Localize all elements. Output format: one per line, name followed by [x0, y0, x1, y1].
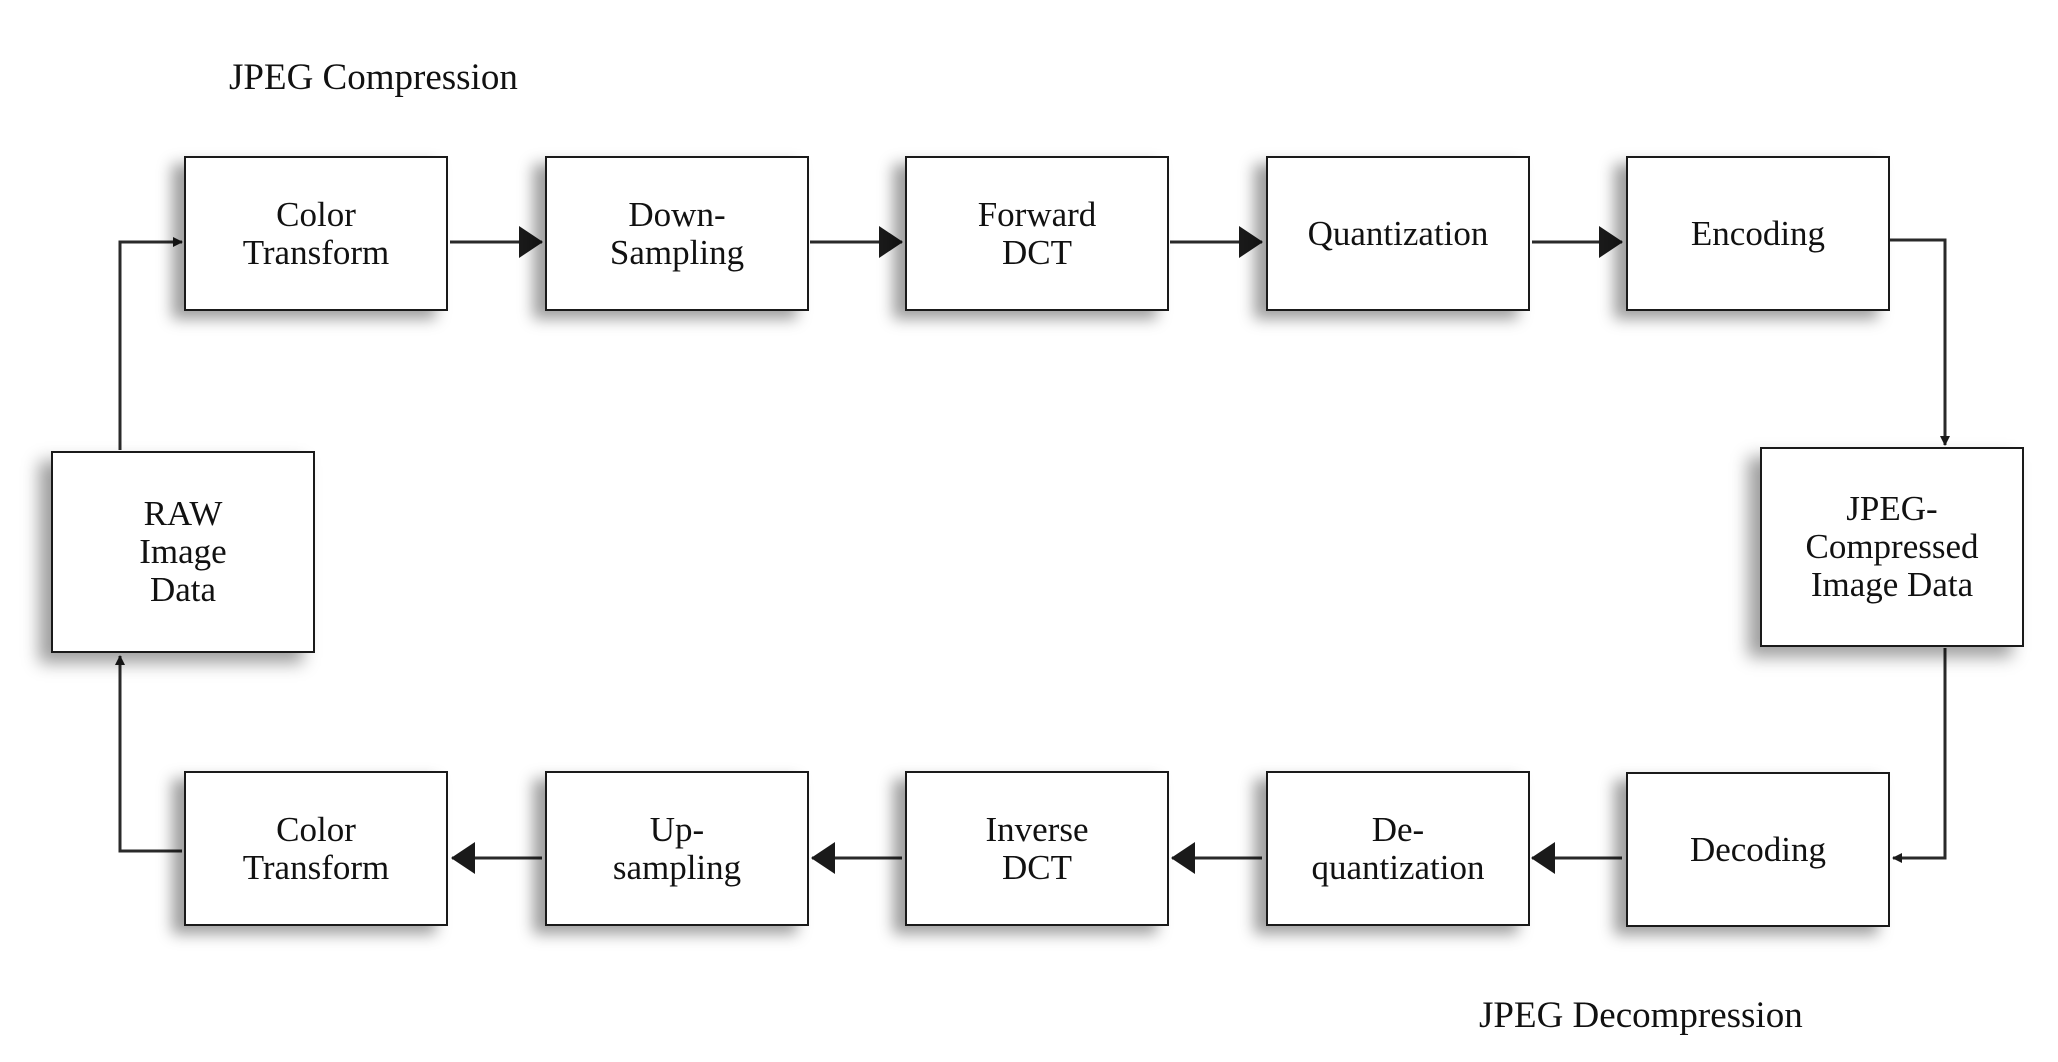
step-label: Up- sampling: [612, 809, 742, 887]
endpoint-label: RAW Image Data: [139, 494, 227, 609]
arrow-raw-data-to-color-transform: [118, 237, 183, 450]
step-up-sampling: Up- sampling: [545, 771, 809, 926]
arrow-color-transform-to-raw-data: [115, 655, 182, 853]
step-label: Encoding: [1690, 213, 1826, 253]
step-down-sampling: Down- Sampling: [545, 156, 809, 311]
step-forward-dct: Forward DCT: [905, 156, 1169, 311]
step-dequantization: De- quantization: [1266, 771, 1530, 926]
step-label: Down- Sampling: [609, 194, 745, 272]
endpoint-label: JPEG- Compressed Image Data: [1805, 489, 1979, 604]
step-label: Inverse DCT: [985, 809, 1089, 887]
decompression-title: JPEG Decompression: [1479, 995, 1803, 1036]
jpeg-compressed-image-data: JPEG- Compressed Image Data: [1760, 447, 2024, 647]
arrow-encoding-to-compressed-data: [1890, 238, 1950, 446]
compression-title: JPEG Compression: [229, 57, 518, 98]
step-color-transform-decompression: Color Transform: [184, 771, 448, 926]
step-inverse-dct: Inverse DCT: [905, 771, 1169, 926]
step-label: Color Transform: [242, 194, 390, 272]
step-encoding: Encoding: [1626, 156, 1890, 311]
step-quantization: Quantization: [1266, 156, 1530, 311]
step-label: Decoding: [1689, 829, 1827, 869]
step-label: Forward DCT: [977, 194, 1097, 272]
raw-image-data: RAW Image Data: [51, 451, 315, 653]
arrow-compressed-data-to-decoding: [1892, 648, 1947, 863]
step-label: Color Transform: [242, 809, 390, 887]
step-label: Quantization: [1307, 213, 1489, 253]
step-label: De- quantization: [1311, 809, 1485, 887]
step-color-transform-compression: Color Transform: [184, 156, 448, 311]
step-decoding: Decoding: [1626, 772, 1890, 927]
